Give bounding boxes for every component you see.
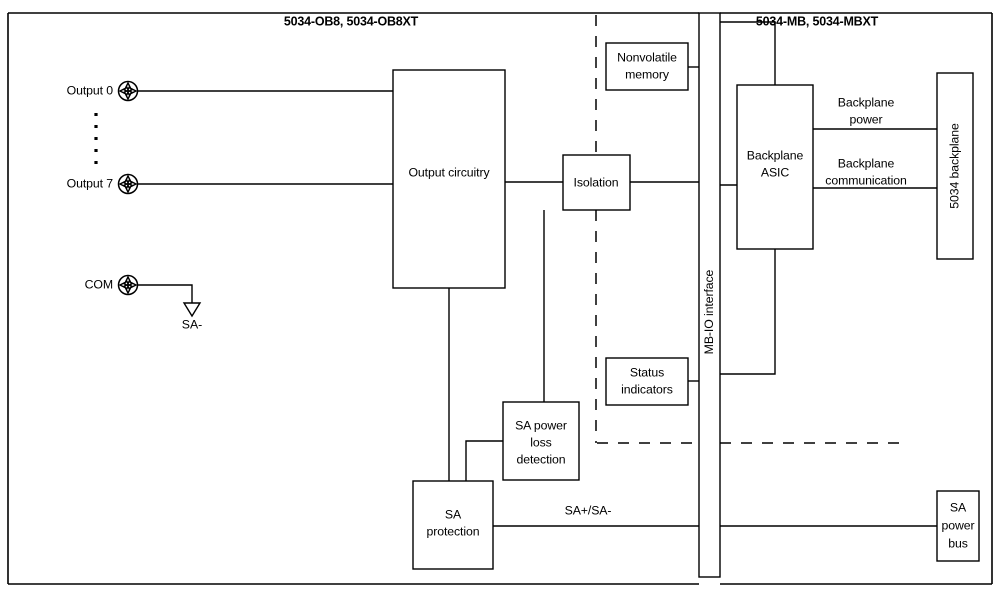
sa-minus-label: SA-	[182, 317, 203, 331]
wire-sapowerloss-to-saprotection	[465, 440, 503, 481]
box-sa-power-bus-label-line1: SA	[950, 500, 967, 514]
box-5034-backplane-shape	[936, 72, 974, 260]
terminal-output-0-screw-icon	[118, 81, 138, 101]
box-mb-io-interface-shape	[698, 12, 721, 578]
box-output-circuitry-label: Output circuitry	[408, 165, 490, 179]
box-backplane-asic-label-line1: Backplane	[747, 148, 804, 162]
box-sa-power-loss-label-line3: detection	[516, 452, 565, 466]
box-nonvolatile-memory-label-line2: memory	[625, 67, 670, 81]
box-sa-power-bus-label-line3: bus	[948, 536, 968, 550]
terminal-output-0-label: Output 0	[67, 83, 114, 97]
box-status-indicators-label-line2: indicators	[621, 382, 673, 396]
label-backplane-power-line1: Backplane	[838, 95, 895, 109]
box-sa-power-loss-detection: SA power loss detection	[502, 401, 580, 481]
box-isolation: Isolation	[562, 154, 631, 211]
box-output-circuitry-shape	[392, 69, 506, 289]
box-status-indicators-label-line1: Status	[630, 365, 664, 379]
outer-border	[7, 12, 993, 585]
box-nonvolatile-memory: Nonvolatile memory	[605, 42, 689, 91]
wire-com-to-ground	[138, 284, 193, 303]
box-sa-protection: SA protection	[412, 480, 494, 570]
panel-title-left: 5034-OB8, 5034-OB8XT	[284, 14, 419, 28]
box-sa-protection-label-line1: SA	[445, 507, 462, 521]
terminal-com-label: COM	[85, 277, 113, 291]
box-sa-power-loss-label-line2: loss	[530, 435, 551, 449]
box-status-indicators: Status indicators	[605, 357, 689, 406]
box-sa-protection-shape	[412, 480, 494, 570]
box-5034-backplane-label: 5034 backplane	[947, 123, 961, 209]
terminal-output-7-label: Output 7	[67, 176, 114, 190]
box-sa-power-loss-detection-shape	[502, 401, 580, 481]
box-nonvolatile-memory-shape	[605, 42, 689, 91]
box-isolation-label: Isolation	[574, 175, 619, 189]
box-output-circuitry: Output circuitry	[392, 69, 506, 289]
label-sa-plus-minus: SA+/SA-	[565, 503, 612, 517]
box-backplane-asic: Backplane ASIC	[736, 84, 814, 250]
box-sa-power-loss-label-line1: SA power	[515, 418, 567, 432]
terminal-output-0[interactable]: Output 0	[67, 80, 139, 102]
label-backplane-communication: Backplane communication	[825, 156, 907, 187]
terminal-output-7-screw-icon	[118, 174, 138, 194]
box-status-indicators-shape	[605, 357, 689, 406]
box-mb-io-interface: MB-IO interface	[698, 12, 721, 578]
box-nonvolatile-memory-label-line1: Nonvolatile	[617, 50, 677, 64]
panel-title-right: 5034-MB, 5034-MBXT	[756, 14, 879, 28]
box-sa-power-bus-shape	[936, 490, 980, 562]
box-sa-protection-label-line2: protection	[426, 524, 479, 538]
terminal-com-screw-icon	[118, 275, 138, 295]
label-backplane-power: Backplane power	[838, 95, 895, 126]
label-backplane-power-line2: power	[850, 112, 883, 126]
terminal-com[interactable]: COM	[85, 274, 139, 296]
box-5034-backplane: 5034 backplane	[936, 72, 974, 260]
label-backplane-comm-line1: Backplane	[838, 156, 895, 170]
box-mb-io-interface-label: MB-IO interface	[702, 269, 716, 354]
terminal-output-7[interactable]: Output 7	[67, 173, 139, 195]
wire-mbio-to-asic-top	[720, 21, 776, 85]
box-backplane-asic-shape	[736, 84, 814, 250]
wire-asic-to-mbio-bottom	[720, 249, 776, 375]
box-sa-power-bus-label-line2: power	[942, 518, 975, 532]
sa-minus-triangle-icon	[182, 302, 202, 318]
sa-minus-ground-marker: SA-	[182, 302, 203, 331]
box-isolation-shape	[562, 154, 631, 211]
box-backplane-asic-label-line2: ASIC	[761, 165, 790, 179]
box-sa-power-bus: SA power bus	[936, 490, 980, 562]
label-backplane-comm-line2: communication	[825, 173, 907, 187]
